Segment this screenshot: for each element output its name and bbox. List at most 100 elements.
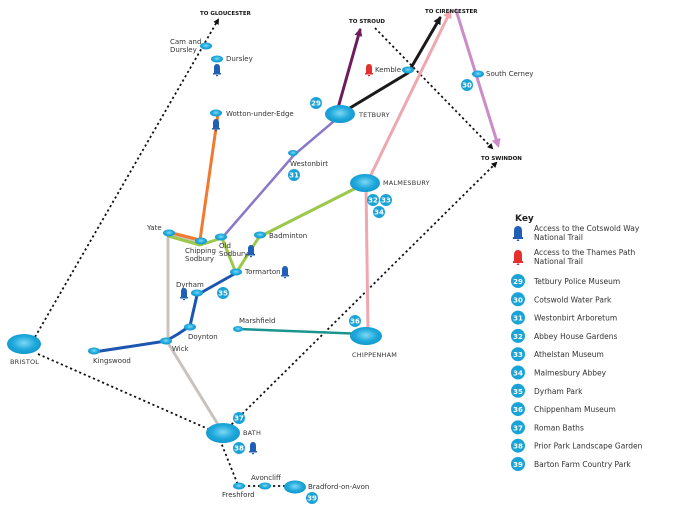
key-item-badge <box>511 292 525 307</box>
label-dursley: Dursley <box>226 55 253 63</box>
stop-wick[interactable] <box>160 337 172 345</box>
stop-bristol[interactable] <box>7 334 41 354</box>
label-south-cerney: South Cerney <box>486 70 533 78</box>
thames-path-bell-icon <box>513 250 523 265</box>
label-avoncliff: Avoncliff <box>251 474 281 482</box>
route-green <box>166 183 364 275</box>
bus-routes <box>92 8 501 433</box>
svg-text:38: 38 <box>234 445 244 453</box>
stop-badminton[interactable] <box>254 231 266 239</box>
key-item-label: Roman Baths <box>534 423 584 432</box>
stop-tetbury[interactable] <box>325 105 355 123</box>
label-chipping-1: Chipping <box>185 247 216 255</box>
key-item-badge <box>511 383 525 398</box>
badge-35[interactable]: 35 <box>217 287 229 299</box>
stop-chippenham[interactable] <box>350 327 382 345</box>
key-item-label: Chippenham Museum <box>534 405 616 414</box>
badge-36[interactable]: 36 <box>349 315 361 327</box>
route-teal <box>236 327 367 336</box>
stop-doynton[interactable] <box>184 323 196 331</box>
stop-avoncliff[interactable] <box>259 482 271 490</box>
key-item: 35 Dyrham Park <box>511 383 583 398</box>
key-item-number: 33 <box>513 351 523 359</box>
key-item-badge <box>511 438 525 453</box>
label-badminton: Badminton <box>269 232 307 240</box>
stop-south-cerney[interactable] <box>472 70 484 78</box>
badge-32[interactable]: 32 <box>367 194 379 206</box>
dest-swindon: TO SWINDON <box>481 156 522 162</box>
label-tetbury: TETBURY <box>358 111 390 119</box>
stop-bath[interactable] <box>206 423 240 443</box>
cotswold-way-bell-icon <box>247 245 255 258</box>
label-doynton: Doynton <box>188 333 218 341</box>
key-thames-line2: National Trail <box>534 257 583 266</box>
stop-westonbirt[interactable] <box>288 150 298 156</box>
svg-text:34: 34 <box>374 209 384 217</box>
svg-text:36: 36 <box>350 318 360 326</box>
key-item-badge <box>511 402 525 417</box>
label-bristol: BRISTOL <box>10 358 39 366</box>
badge-30[interactable]: 30 <box>461 79 473 91</box>
badge-29[interactable]: 29 <box>310 97 322 109</box>
label-marshfield: Marshfield <box>239 317 275 325</box>
badge-38[interactable]: 38 <box>233 442 245 454</box>
route-purple <box>220 114 342 240</box>
stop-bradford[interactable] <box>284 480 306 494</box>
key-cotswold-way: Access to the Cotswold Way National Trai… <box>513 224 640 242</box>
label-cam-dursley-2: Dursley <box>170 46 197 54</box>
rail-bristol-gloucester <box>34 18 219 338</box>
label-old-sodbury-2: Sodbury <box>219 250 248 258</box>
badge-31[interactable]: 31 <box>288 169 300 181</box>
dest-cirencester: TO CIRENCESTER <box>425 9 478 15</box>
stop-kemble[interactable] <box>402 66 414 74</box>
stop-cam-dursley[interactable] <box>200 42 212 50</box>
stop-freshford[interactable] <box>233 482 245 490</box>
key-item-label: Dyrham Park <box>534 387 583 396</box>
svg-text:33: 33 <box>381 197 391 205</box>
label-malmesbury: MALMESBURY <box>383 179 430 187</box>
label-kingswood: Kingswood <box>93 357 131 365</box>
key-item-badge <box>511 328 525 343</box>
badge-37[interactable]: 37 <box>233 412 245 424</box>
label-cam-dursley-1: Cam and <box>170 38 201 46</box>
stop-marshfield[interactable] <box>233 326 243 332</box>
stop-malmesbury[interactable] <box>350 174 380 192</box>
stop-kingswood[interactable] <box>88 347 100 355</box>
cotswold-way-bell-icon <box>249 442 257 455</box>
stop-wotton[interactable] <box>210 109 222 117</box>
route-navy <box>92 271 238 354</box>
badge-39[interactable]: 39 <box>306 492 318 504</box>
dest-stroud: TO STROUD <box>349 19 385 25</box>
stop-old-sodbury[interactable] <box>215 233 227 241</box>
key-item-label: Tetbury Police Museum <box>533 277 620 286</box>
cotswold-way-bell-icon <box>213 64 221 77</box>
key-item-label: Westonbirt Arboretum <box>534 314 617 323</box>
place-labels: Cam and Dursley Dursley Wotton-under-Edg… <box>10 38 533 499</box>
key-item-badge <box>511 310 525 325</box>
stop-dyrham[interactable] <box>191 289 203 297</box>
key-item-number: 36 <box>513 406 523 414</box>
key-item-label: Abbey House Gardens <box>534 332 617 341</box>
label-old-sodbury-1: Old <box>219 242 231 250</box>
key-item-number: 35 <box>513 388 523 396</box>
destination-labels: TO GLOUCESTER TO STROUD TO CIRENCESTER T… <box>200 9 522 162</box>
stop-dursley[interactable] <box>211 55 223 63</box>
route-orange <box>166 112 220 242</box>
key-title: Key <box>515 214 534 224</box>
stop-chipping-sodbury[interactable] <box>195 237 207 245</box>
stop-tormarton[interactable] <box>230 268 242 276</box>
route-lilac <box>454 8 501 148</box>
key-item-number: 39 <box>513 461 523 469</box>
label-westonbirt: Westonbirt <box>290 160 328 168</box>
badge-33[interactable]: 33 <box>380 194 392 206</box>
stop-yate[interactable] <box>163 229 175 237</box>
rail-bath-freshford <box>219 439 239 486</box>
key-item-label: Barton Farm Country Park <box>534 460 631 469</box>
badge-34[interactable]: 34 <box>373 206 385 218</box>
map-key: Key Access to the Cotswold Way National … <box>511 214 643 471</box>
